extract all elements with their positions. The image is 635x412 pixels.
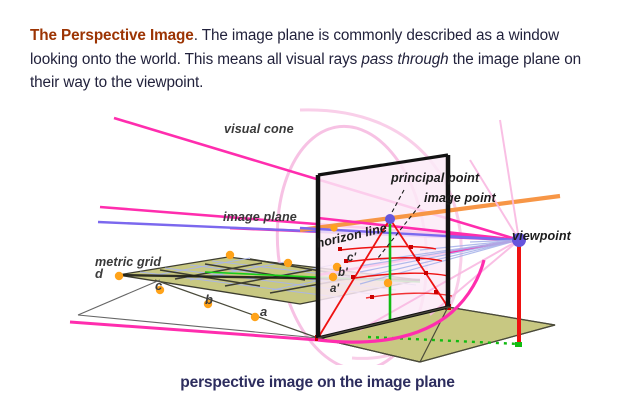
intro-text-part1: . The image plane is commonly described …: [30, 27, 560, 68]
label-ground-d: d: [95, 266, 103, 281]
projection-rays-horizontals: [339, 245, 453, 299]
image-plane-border-top: [317, 153, 449, 177]
intro-lead: The Perspective Image: [30, 27, 194, 45]
label-image-plane: image plane: [223, 210, 297, 224]
label-viewpoint: viewpoint: [512, 229, 571, 243]
principal-point-dot: [385, 214, 395, 224]
image-point-leader: [377, 204, 421, 259]
label-ground-b: b: [205, 292, 213, 307]
intro-text-part2: the image plane on their way to the view…: [30, 50, 582, 92]
intro-emphasis: pass through: [361, 50, 449, 68]
diagram-canvas: [69, 108, 561, 365]
label-ground-a: a: [260, 304, 268, 319]
cone-rays-over-plane: [317, 216, 520, 242]
metric-grid-diagonal-2: [154, 279, 319, 339]
intro-paragraph: The Perspective Image. The image plane i…: [30, 24, 600, 95]
horizon-orange-node: [330, 224, 338, 232]
grid-nodes: [114, 250, 393, 322]
label-image-cprime: c': [347, 252, 357, 264]
label-visual-cone: visual cone: [224, 122, 294, 136]
label-metric-grid: metric grid: [95, 255, 162, 269]
ground-construction-line-2: [77, 279, 161, 316]
label-principal-point: principal point: [391, 171, 480, 185]
viewpoint-pink-fan: [359, 119, 520, 331]
label-image-aprime: a': [330, 283, 340, 295]
plumb-foot-marker: [515, 342, 522, 347]
label-ground-c: c: [155, 278, 163, 293]
magenta-base-line: [69, 320, 319, 342]
ground-magenta-curve: [317, 259, 486, 344]
label-leader-lines: [390, 189, 405, 215]
grid-node-bprime: [328, 272, 338, 282]
ground-plane-edge-2: [419, 306, 449, 363]
ground-construction-line: [77, 314, 319, 339]
label-image-point: image point: [424, 191, 496, 205]
figure-caption: perspective image on the image plane: [180, 374, 455, 391]
viewpoint-dot: [512, 233, 526, 247]
perspective-diagram: visual cone image plane principal point …: [0, 100, 635, 365]
label-image-bprime: b': [338, 267, 348, 279]
horizon-line-stroke: [299, 193, 561, 233]
